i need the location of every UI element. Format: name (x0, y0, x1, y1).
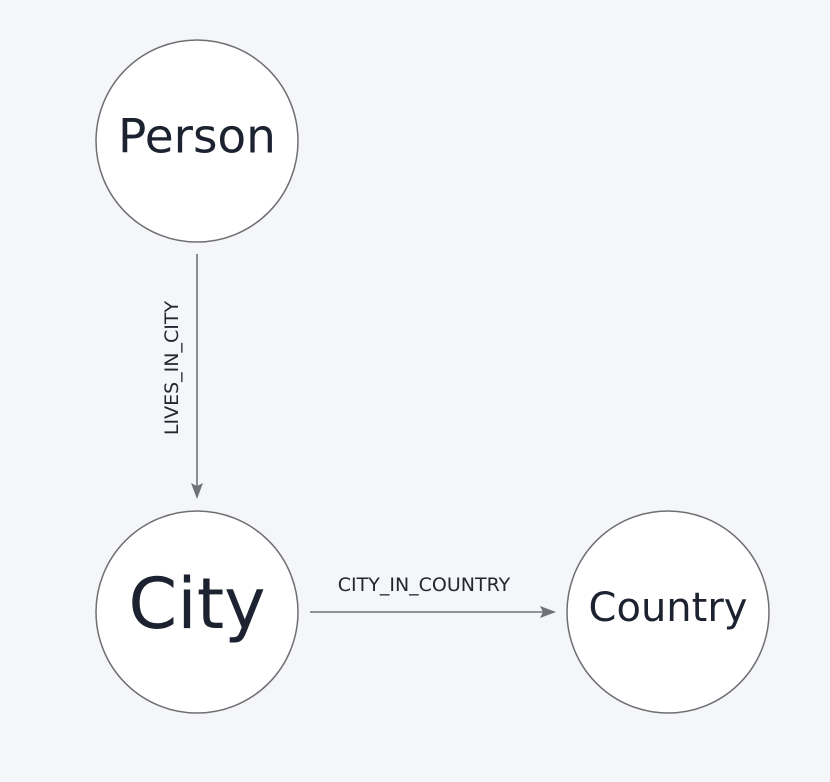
node-person-label: Person (118, 110, 276, 165)
edge-lives-in-city-label: LIVES_IN_CITY (161, 301, 183, 436)
edge-city-in-country-label: CITY_IN_COUNTRY (338, 574, 511, 596)
edge-city-in-country[interactable]: CITY_IN_COUNTRY (310, 574, 556, 618)
edge-lives-in-city[interactable]: LIVES_IN_CITY (161, 254, 203, 499)
node-country-circle[interactable] (566, 510, 770, 714)
node-person[interactable]: Person (95, 39, 299, 243)
node-city[interactable]: City (95, 510, 299, 714)
node-city-circle[interactable] (95, 510, 299, 714)
node-country[interactable]: Country (566, 510, 770, 714)
node-country-label: Country (589, 585, 748, 631)
node-city-label: City (128, 563, 265, 645)
node-person-circle[interactable] (95, 39, 299, 243)
